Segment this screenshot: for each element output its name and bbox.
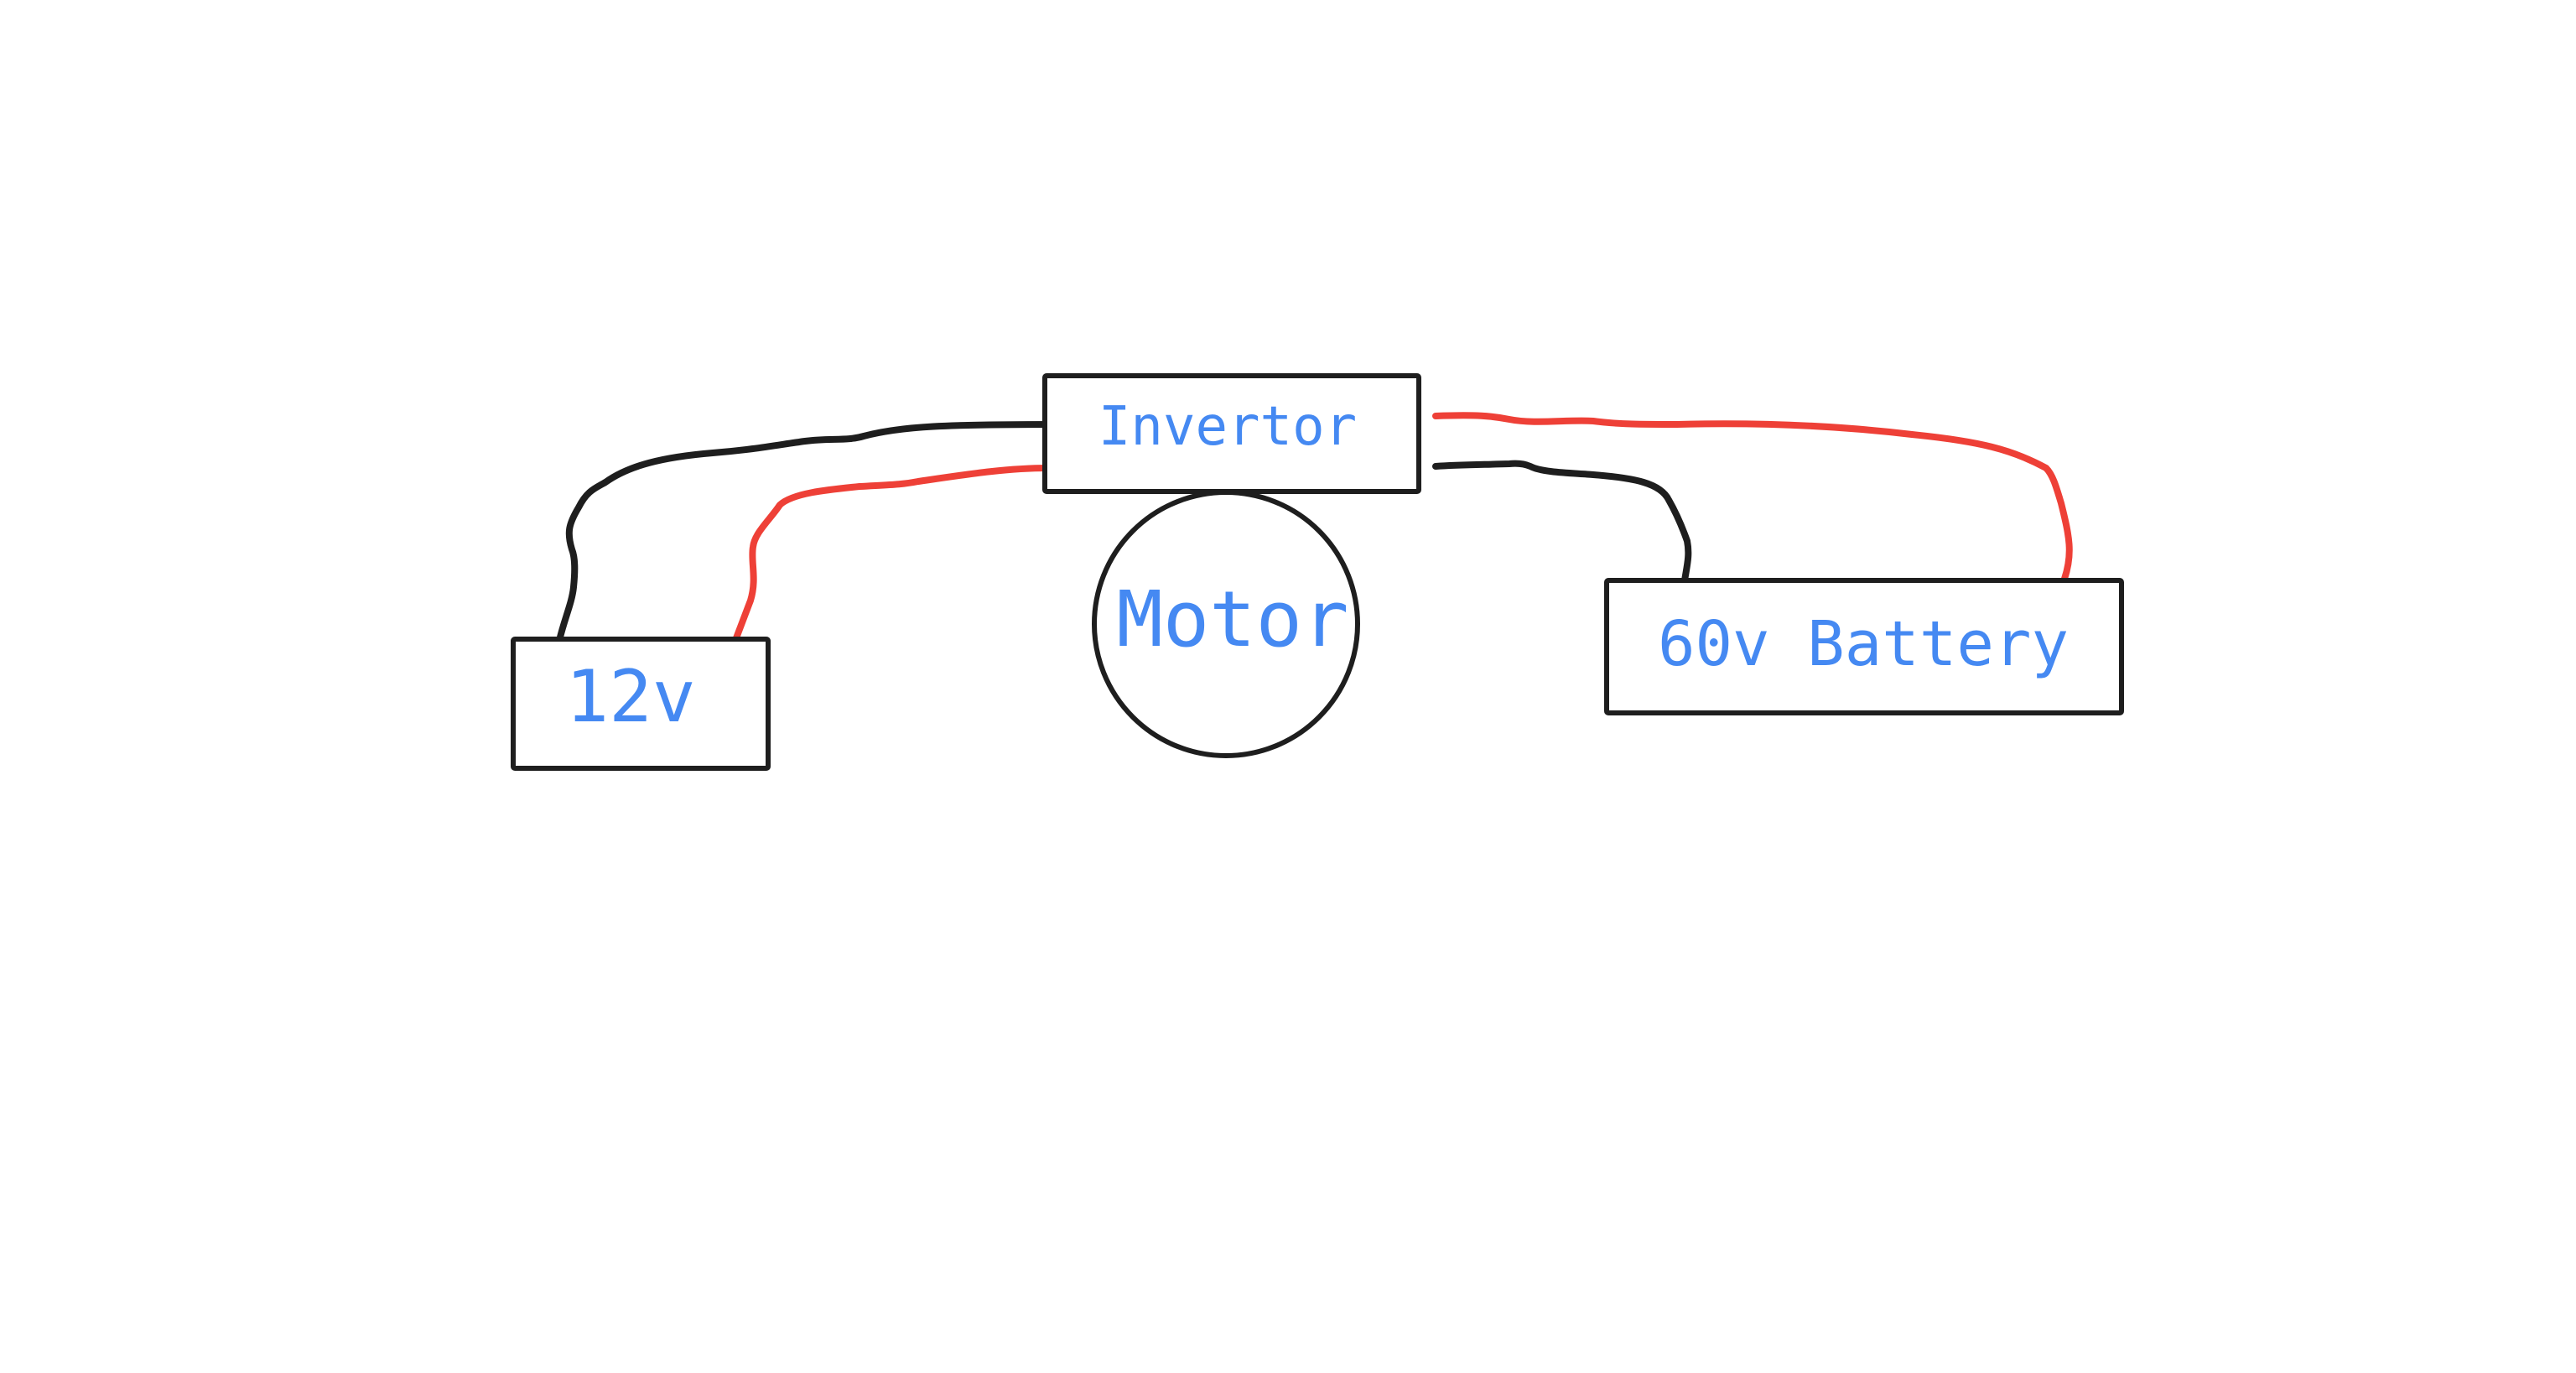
wire-60v-negative-black[interactable] <box>1432 460 1692 590</box>
motor-node[interactable]: Motor <box>1092 490 1360 758</box>
battery-60v-node[interactable]: 60v Battery <box>1604 578 2124 715</box>
motor-circle <box>1092 490 1360 758</box>
battery-12v-label: 12v <box>565 655 695 739</box>
motor-label: Motor <box>1117 575 1349 664</box>
invertor-label: Invertor <box>1098 396 1357 458</box>
wire-12v-negative-black[interactable] <box>555 421 1060 647</box>
battery-12v-node[interactable]: 12v <box>511 637 771 771</box>
wire-12v-positive-red[interactable] <box>731 465 1052 646</box>
battery-60v-label: 60v Battery <box>1658 608 2069 680</box>
wire-60v-positive-red[interactable] <box>1432 412 2073 594</box>
battery-12v-box <box>511 637 771 771</box>
invertor-node[interactable]: Invertor <box>1042 373 1421 494</box>
battery-60v-box <box>1604 578 2124 715</box>
